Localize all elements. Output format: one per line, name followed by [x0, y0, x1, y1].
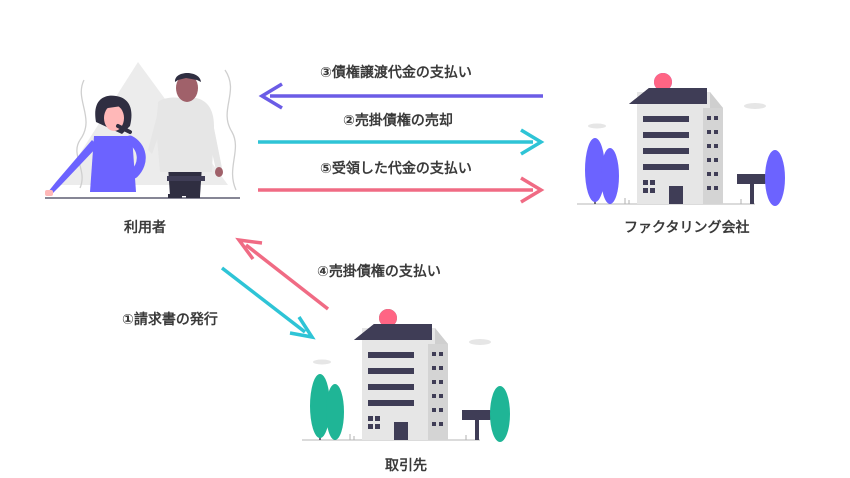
step1-label: ①請求書の発行	[122, 312, 218, 328]
factoring-company-label: ファクタリング会社	[624, 220, 750, 236]
arrow-step5	[258, 176, 545, 204]
client-sun	[379, 309, 397, 327]
step3-label: ③債権譲渡代金の支払い	[320, 65, 472, 81]
client-label: 取引先	[385, 458, 427, 474]
arrow-step2	[258, 128, 545, 156]
user-illustration	[45, 62, 240, 199]
factoring-sun	[654, 73, 672, 91]
arrow-step4	[235, 237, 330, 311]
arrow-step1	[220, 266, 316, 340]
step5-label: ⑤受領した代金の支払い	[320, 161, 472, 177]
arrow-step3	[258, 82, 543, 110]
user-label: 利用者	[124, 220, 166, 236]
step4-label: ④売掛債権の支払い	[317, 264, 441, 280]
step2-label: ②売掛債権の売却	[343, 113, 453, 129]
